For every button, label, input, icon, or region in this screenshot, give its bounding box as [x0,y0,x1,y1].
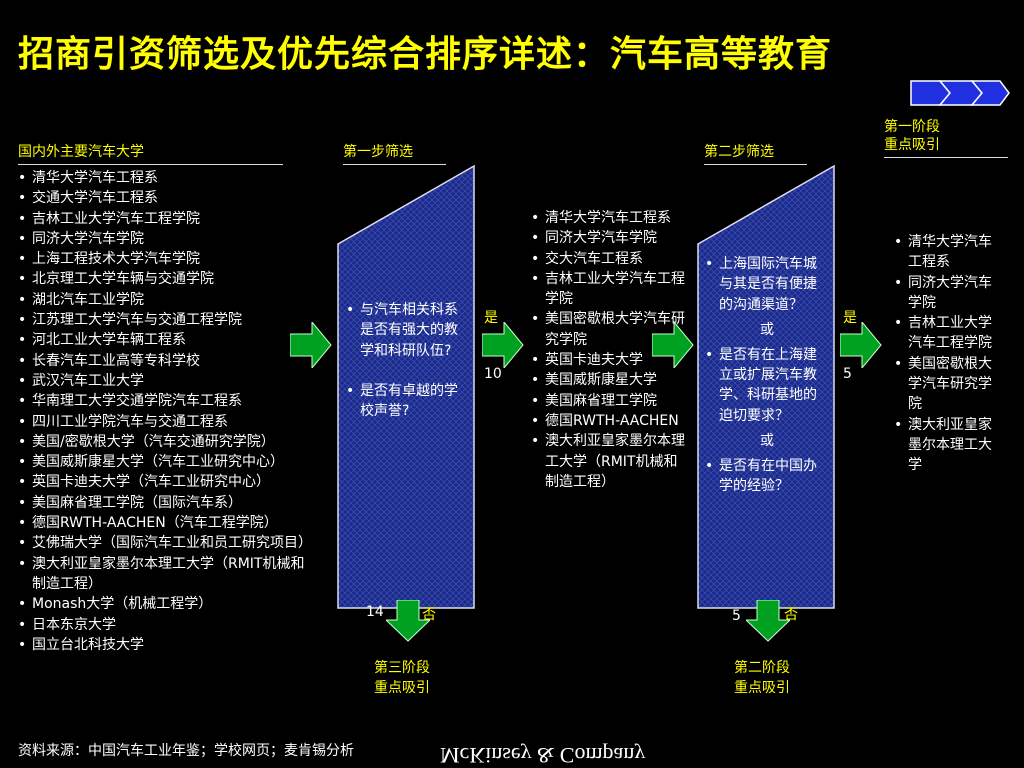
arrow-right-icon [652,322,694,368]
step2-criteria-list-a: 上海国际汽车城与其是否有便捷的沟通渠道？ [705,254,829,315]
university-item: 澳大利亚皇家墨尔本理工大学（RMIT机械和制造工程） [18,554,318,595]
stage3-line1: 第三阶段 [374,660,430,676]
step2-criterion: 是否有在中国办学的经验？ [705,456,829,497]
university-item: 德国RWTH-AACHEN（汽车工程学院） [18,513,318,534]
passed-university-item: 美国麻省理工学院 [531,391,691,412]
step1-passed-list: 清华大学汽车工程系同济大学汽车学院交大汽车工程系吉林工业大学汽车工程学院美国密歇… [531,208,691,492]
passed-university-item: 英国卡迪夫大学 [531,350,691,371]
page-title: 招商引资筛选及优先综合排序详述：汽车高等教育 [18,34,833,75]
university-item: 国立台北科技大学 [18,635,318,656]
step2-yes-count: 5 [843,366,852,382]
passed-university-item: 清华大学汽车工程系 [531,208,691,229]
passed-university-item: 同济大学汽车学院 [531,228,691,249]
university-item: 艾佛瑞大学（国际汽车工业和员工研究项目） [18,533,318,554]
passed-university-item: 吉林工业大学汽车工程学院 [531,269,691,310]
stage3-line2: 重点吸引 [374,680,430,696]
header-step2: 第二步筛选 [704,141,807,165]
progress-chevrons [910,80,1010,106]
step2-no-label: 否 [784,607,798,623]
final-university-item: 清华大学汽车工程系 [894,232,1000,273]
step1-criteria-list: 与汽车相关科系是否有强大的教学和科研队伍? 是否有卓越的学校声誉? [346,300,468,421]
university-item: 河北工业大学车辆工程系 [18,330,318,351]
university-item: 上海工程技术大学汽车学院 [18,249,318,270]
arrow-down-icon [746,600,790,642]
source-note: 资料来源：中国汽车工业年鉴；学校网页；麦肯锡分析 [18,743,354,759]
university-item: 日本东京大学 [18,615,318,636]
header-step1: 第一步筛选 [343,141,446,165]
stage2-label: 第二阶段 重点吸引 [720,658,804,698]
university-item: 美国麻省理工学院（国际汽车系） [18,493,318,514]
passed-university-item: 美国威斯康星大学 [531,370,691,391]
header-stage1-line1: 第一阶段 [884,119,940,135]
university-item: 吉林工业大学汽车工程学院 [18,209,318,230]
university-item: 武汉汽车工业大学 [18,371,318,392]
stage3-label: 第三阶段 重点吸引 [360,658,444,698]
final-list: 清华大学汽车工程系同济大学汽车学院吉林工业大学汽车工程学院美国密歇根大学汽车研究… [894,232,1000,476]
or-label: 或 [760,321,774,338]
step2-no-count: 5 [732,608,741,624]
step2-criteria-list-b: 是否有在上海建立或扩展汽车教学、科研基地的迫切要求？ [705,345,829,426]
arrow-right-icon [290,322,332,368]
step2-criteria-list-c: 是否有在中国办学的经验？ [705,456,829,497]
stage2-line2: 重点吸引 [734,680,790,696]
chevron-progress-icon [910,80,1010,106]
step2-criteria: 上海国际汽车城与其是否有便捷的沟通渠道？ 或 是否有在上海建立或扩展汽车教学、科… [705,254,829,497]
step1-no-label: 否 [422,607,436,623]
step2-criterion: 上海国际汽车城与其是否有便捷的沟通渠道？ [705,254,829,315]
university-item: 江苏理工大学汽车与交通工程学院 [18,310,318,331]
university-item: 北京理工大学车辆与交通学院 [18,269,318,290]
step1-yes-label: 是 [484,310,498,326]
university-item: 长春汽车工业高等专科学校 [18,351,318,372]
header-stage1-line2: 重点吸引 [884,137,940,153]
university-item: 四川工业学院汽车与交通工程系 [18,412,318,433]
arrow-down-icon [386,600,430,642]
step1-criterion: 与汽车相关科系是否有强大的教学和科研队伍? [346,300,468,361]
passed-university-item: 美国密歇根大学汽车研究学院 [531,309,691,350]
step1-criterion: 是否有卓越的学校声誉? [346,381,468,422]
university-item: Monash大学（机械工程学） [18,594,318,615]
university-item: 同济大学汽车学院 [18,229,318,250]
passed-university-item: 澳大利亚皇家墨尔本理工大学（RMIT机械和制造工程） [531,431,691,492]
passed-university-item: 德国RWTH-AACHEN [531,411,691,432]
arrow-right-icon [482,322,524,368]
arrow-right-icon [840,322,882,368]
final-university-item: 美国密歇根大学汽车研究学院 [894,354,1000,415]
university-item: 湖北汽车工业学院 [18,290,318,311]
final-university-item: 吉林工业大学汽车工程学院 [894,313,1000,354]
final-university-item: 同济大学汽车学院 [894,273,1000,314]
or-label: 或 [760,433,774,450]
university-item: 英国卡迪夫大学（汽车工业研究中心） [18,472,318,493]
university-item: 美国威斯康星大学（汽车工业研究中心） [18,452,318,473]
stage2-line1: 第二阶段 [734,660,790,676]
passed-university-item: 交大汽车工程系 [531,249,691,270]
university-item: 交通大学汽车工程系 [18,188,318,209]
header-stage1: 第一阶段 重点吸引 [884,118,1008,158]
step1-criteria: 与汽车相关科系是否有强大的教学和科研队伍? 是否有卓越的学校声誉? [346,300,468,421]
university-item: 美国/密歇根大学（汽车交通研究学院） [18,432,318,453]
step2-yes-label: 是 [843,310,857,326]
mckinsey-logo: McKinsey & Company [440,743,646,768]
step2-criterion: 是否有在上海建立或扩展汽车教学、科研基地的迫切要求？ [705,345,829,426]
step1-yes-count: 10 [484,366,502,382]
header-universities: 国内外主要汽车大学 [18,141,283,165]
university-list: 清华大学汽车工程系交通大学汽车工程系吉林工业大学汽车工程学院同济大学汽车学院上海… [18,168,318,655]
university-item: 清华大学汽车工程系 [18,168,318,189]
university-item: 华南理工大学交通学院汽车工程系 [18,391,318,412]
step1-no-count: 14 [366,604,384,620]
final-university-item: 澳大利亚皇家墨尔本理工大学 [894,415,1000,476]
